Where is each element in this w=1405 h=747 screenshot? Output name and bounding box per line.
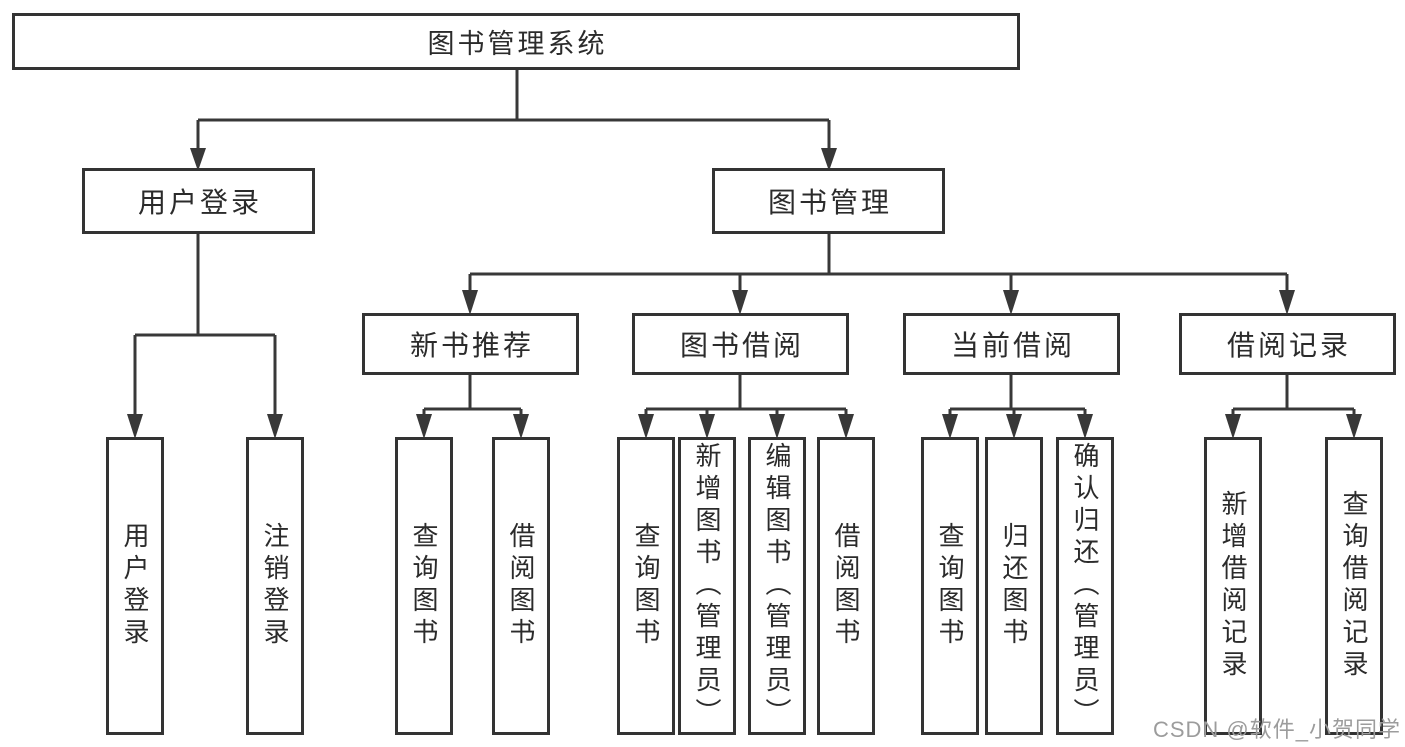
- node-book-management-label: 图书管理: [767, 187, 892, 218]
- node-book-borrow-label: 图书借阅: [679, 330, 804, 361]
- leaf-newrec-query-book: 查询图书: [395, 437, 453, 735]
- leaf-current-query-book-label: 查询图书: [935, 522, 965, 650]
- node-new-book-recommend-label: 新书推荐: [409, 330, 534, 361]
- node-borrow-records: 借阅记录: [1179, 313, 1396, 375]
- leaf-newrec-borrow-book: 借阅图书: [492, 437, 550, 735]
- leaf-current-confirm-return-admin-label: 确认归还（管理员）: [1070, 442, 1100, 730]
- leaf-user-login-label: 用户登录: [120, 522, 150, 650]
- leaf-logout-login-label: 注销登录: [260, 522, 290, 650]
- leaf-newrec-borrow-book-label: 借阅图书: [506, 522, 536, 650]
- leaf-borrow-add-book-admin-label: 新增图书（管理员）: [692, 442, 722, 730]
- leaf-current-return-book-label: 归还图书: [999, 522, 1029, 650]
- node-user-login-label: 用户登录: [137, 187, 262, 218]
- leaf-records-query-record: 查询借阅记录: [1325, 437, 1383, 735]
- leaf-borrow-query-book: 查询图书: [617, 437, 675, 735]
- node-new-book-recommend: 新书推荐: [362, 313, 579, 375]
- leaf-user-login: 用户登录: [106, 437, 164, 735]
- leaf-logout-login: 注销登录: [246, 437, 304, 735]
- node-book-borrow: 图书借阅: [632, 313, 849, 375]
- node-root: 图书管理系统: [12, 13, 1020, 70]
- leaf-borrow-edit-book-admin-label: 编辑图书（管理员）: [762, 442, 792, 730]
- node-book-management: 图书管理: [712, 168, 945, 234]
- leaf-newrec-query-book-label: 查询图书: [409, 522, 439, 650]
- leaf-records-query-record-label: 查询借阅记录: [1339, 490, 1369, 682]
- node-root-label: 图书管理系统: [427, 29, 608, 59]
- leaf-current-query-book: 查询图书: [921, 437, 979, 735]
- leaf-records-add-record-label: 新增借阅记录: [1218, 490, 1248, 682]
- node-user-login: 用户登录: [82, 168, 315, 234]
- leaf-borrow-borrow-book-label: 借阅图书: [831, 522, 861, 650]
- leaf-borrow-edit-book-admin: 编辑图书（管理员）: [748, 437, 806, 735]
- node-current-borrow: 当前借阅: [903, 313, 1120, 375]
- node-current-borrow-label: 当前借阅: [950, 330, 1075, 361]
- leaf-borrow-add-book-admin: 新增图书（管理员）: [678, 437, 736, 735]
- leaf-records-add-record: 新增借阅记录: [1204, 437, 1262, 735]
- leaf-current-return-book: 归还图书: [985, 437, 1043, 735]
- leaf-borrow-borrow-book: 借阅图书: [817, 437, 875, 735]
- leaf-current-confirm-return-admin: 确认归还（管理员）: [1056, 437, 1114, 735]
- leaf-borrow-query-book-label: 查询图书: [631, 522, 661, 650]
- node-borrow-records-label: 借阅记录: [1226, 330, 1351, 361]
- csdn-watermark: CSDN @软件_小贺同学: [1152, 717, 1401, 742]
